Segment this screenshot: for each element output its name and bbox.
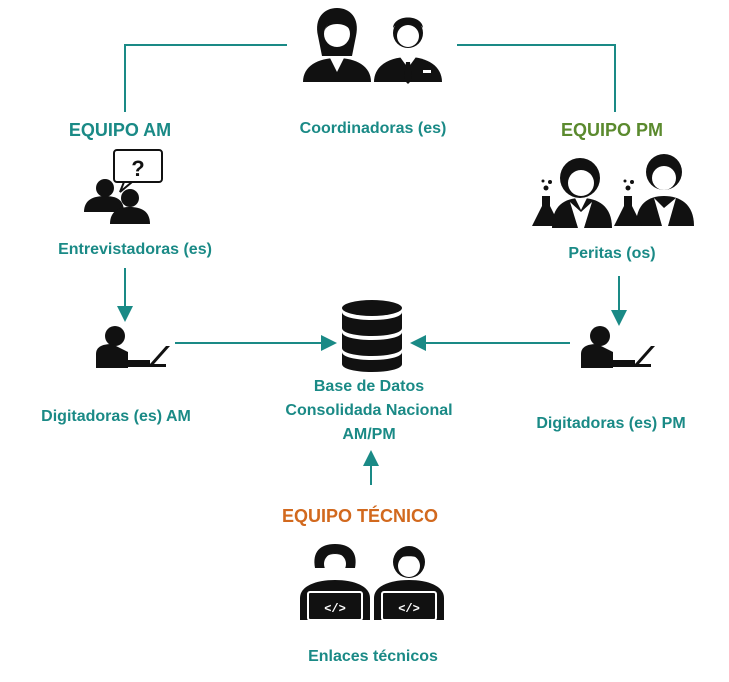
tech-links-label: Enlaces técnicos (308, 648, 438, 665)
experts-label: Peritas (os) (568, 245, 656, 262)
typists-pm-label: Digitadoras (es) PM (536, 415, 686, 432)
line-coordinators-to-pm (457, 44, 616, 112)
team-am-label: EQUIPO AM (68, 120, 172, 140)
typists-am-label: Digitadoras (es) AM (41, 408, 191, 425)
database-label-line-1: Base de Datos (313, 378, 425, 395)
database-label-line-3: AM/PM (342, 426, 396, 443)
team-pm-label: EQUIPO PM (560, 120, 664, 140)
typist-laptop-icon (96, 326, 170, 368)
database-icon (342, 300, 402, 372)
connectors (117, 44, 627, 485)
coordinators-people-icon (303, 8, 442, 84)
line-coordinators-to-am (124, 44, 287, 112)
database-label-line-2: Consolidada Nacional (285, 402, 453, 419)
coordinators-label: Coordinadoras (es) (299, 120, 447, 137)
interviewers-question-icon: ? (84, 149, 163, 224)
svg-text:?: ? (131, 156, 144, 181)
team-tech-label: EQUIPO TÉCNICO (281, 506, 439, 526)
svg-text:</>: </> (324, 602, 346, 616)
svg-text:</>: </> (398, 602, 420, 616)
experts-lab-icon (532, 154, 694, 228)
developers-code-icon: </> </> (300, 544, 444, 621)
typist-laptop-icon (581, 326, 655, 368)
interviewers-label: Entrevistadoras (es) (58, 241, 212, 258)
